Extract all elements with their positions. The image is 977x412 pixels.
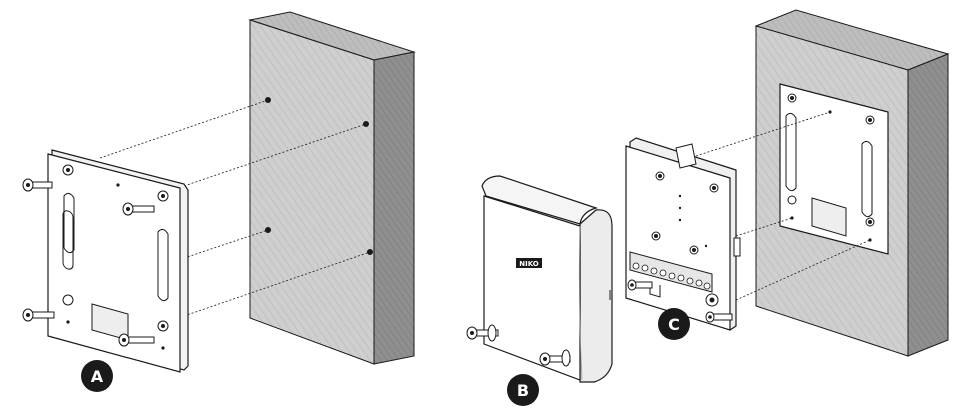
step-label-b: B [517,381,529,400]
step-badge-a: A [81,360,113,392]
base-unit-c [625,137,741,331]
device-logo [516,258,542,268]
screw-a4 [118,333,155,347]
screw-a3 [22,308,55,322]
drill-hole-marker [367,249,373,255]
mounted-plate-c [779,83,889,255]
step-label-a: A [91,367,104,386]
device-logo-text: NIKO [519,260,539,268]
screw-b1 [466,324,499,342]
step-c-group: C [625,9,950,357]
plate-cutout [811,197,847,237]
drill-hole-marker [265,97,271,103]
drill-hole-marker [265,227,271,233]
terminal-block [629,251,713,293]
device-cover-b: NIKO [481,175,613,383]
drill-hole-marker [363,121,369,127]
step-badge-b: B [507,374,539,406]
plate-slot [62,210,74,270]
wall-a [248,11,416,365]
plate-slot [63,192,75,254]
step-label-c: C [668,315,680,334]
screw-a2 [122,202,155,216]
screw-a1 [22,178,53,192]
mounting-plate-a [47,149,189,373]
step-badge-c: C [658,308,690,340]
step-b-group: NIKO B [466,175,613,406]
plate-slot [861,140,873,218]
screw-c1 [627,279,653,291]
plate-slot [785,112,797,192]
alignment-lines-c [695,111,871,301]
screw-b2 [539,349,571,367]
step-a-group: A [22,11,416,392]
alignment-lines-a [99,99,371,317]
plate-slot [157,228,169,302]
screw-c2 [705,311,733,323]
